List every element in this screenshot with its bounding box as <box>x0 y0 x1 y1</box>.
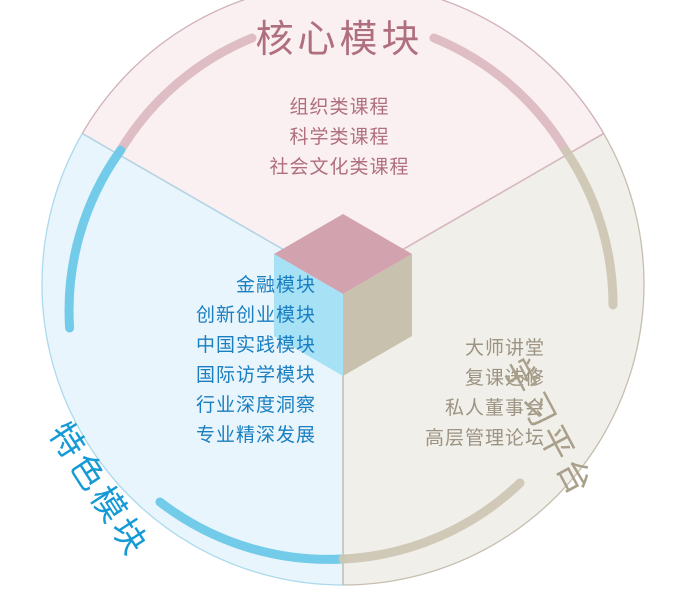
platform-item-list: 大师讲堂 复课选修 私人董事会 高层管理论坛 <box>380 333 545 453</box>
arc-platform-lower <box>338 478 525 564</box>
cube-right-face <box>343 254 412 376</box>
arc-feature-lower <box>155 497 348 564</box>
sector-platform-fill <box>343 133 644 585</box>
accent-arcs <box>64 33 618 564</box>
arc-feature-upper <box>64 145 126 333</box>
list-item: 高层管理论坛 <box>424 427 545 449</box>
list-item: 组织类课程 <box>289 96 390 118</box>
list-item: 金融模块 <box>235 274 316 296</box>
list-item: 行业深度洞察 <box>195 394 316 416</box>
list-item: 大师讲堂 <box>464 337 545 359</box>
outer-circle-outline <box>41 0 645 586</box>
feature-item-list: 金融模块 创新创业模块 中国实践模块 国际访学模块 行业深度洞察 专业精深发展 <box>62 270 324 450</box>
list-item: 创新创业模块 <box>195 304 316 326</box>
core-item-list: 组织类课程 科学类课程 社会文化类课程 <box>0 92 679 182</box>
list-item: 国际访学模块 <box>195 364 316 386</box>
list-item: 中国实践模块 <box>195 334 316 356</box>
list-item: 科学类课程 <box>289 126 390 148</box>
arc-core-left <box>116 33 257 155</box>
list-item: 复课选修 <box>464 367 545 389</box>
core-section-title: 核心模块 <box>255 17 424 61</box>
isometric-cube <box>274 214 412 376</box>
sector-feature-fill <box>42 133 343 585</box>
list-item: 社会文化类课程 <box>269 156 410 178</box>
list-item: 私人董事会 <box>444 397 545 419</box>
cube-left-face <box>274 254 343 376</box>
list-item: 专业精深发展 <box>195 424 316 446</box>
arc-platform-upper <box>560 145 618 310</box>
arc-core-right <box>429 33 570 155</box>
